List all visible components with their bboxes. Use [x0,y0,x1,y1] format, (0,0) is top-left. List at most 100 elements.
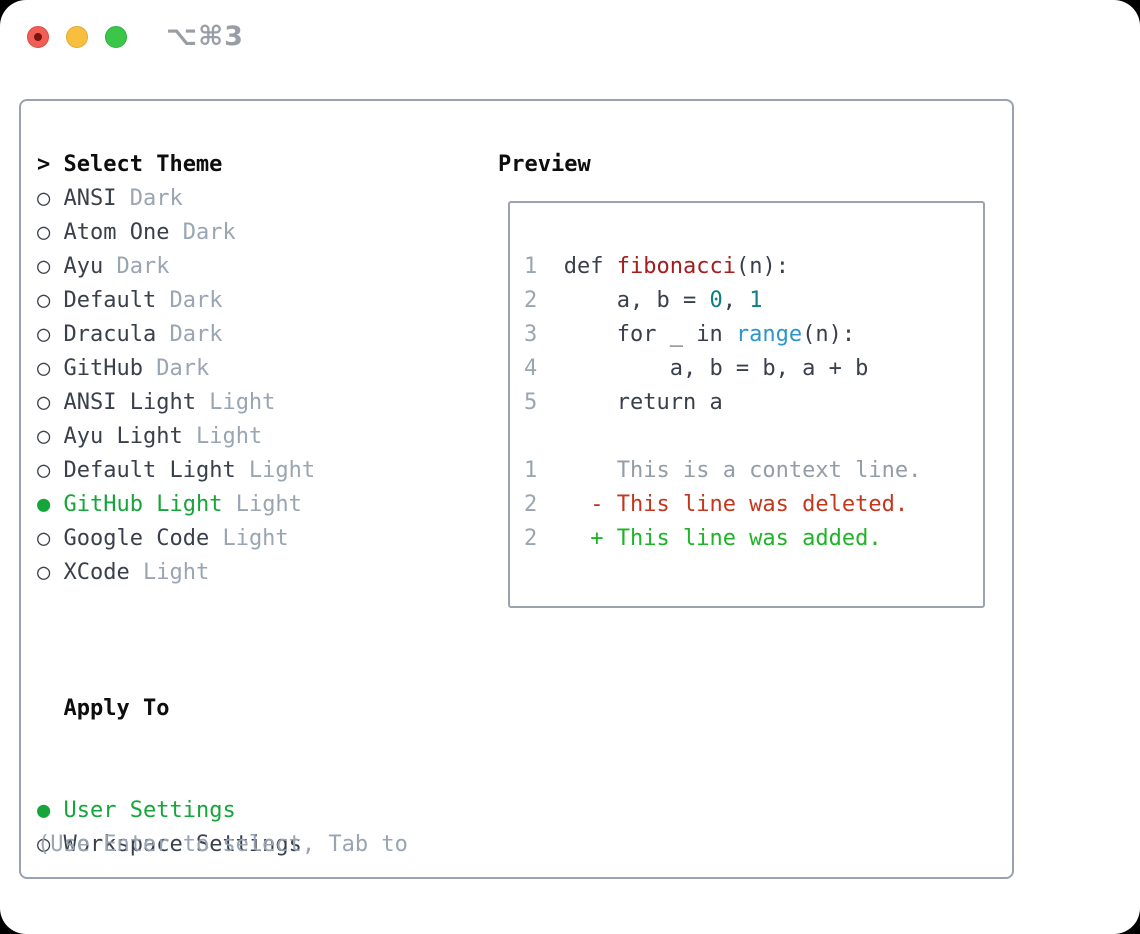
cursor-prefix-icon: > [37,152,51,177]
theme-option-github-light[interactable]: ● GitHub Light Light [37,488,315,522]
unsaved-dot-icon [34,33,42,41]
token-num: 2 [524,492,564,517]
diff-preview: 1 This is a context line.2 - This line w… [524,454,921,556]
variant-label: Light [222,492,302,517]
token-plain: a, b = b, a + b [563,356,869,381]
theme-option-google-code[interactable]: ○ Google Code Light [37,522,315,556]
code-line: 2 a, b = 0, 1 [524,284,868,318]
code-line: 5 return a [524,386,868,420]
option-label: ANSI Light [63,390,196,415]
variant-label: Dark [156,288,223,313]
token-num: 3 [524,322,564,347]
variant-label: Dark [116,186,183,211]
option-label: GitHub [63,356,143,381]
zoom-button[interactable] [105,26,127,48]
apply-to-section: Apply To ● User Settings○ Workspace Sett… [37,624,302,930]
select-theme-header: > Select Theme [37,148,222,182]
option-label: XCode [63,560,130,585]
apply-option-user-settings[interactable]: ● User Settings [37,794,302,828]
variant-label: Light [195,390,276,415]
code-line: 3 for _ in range(n): [524,318,868,352]
code-line: 4 a, b = b, a + b [524,352,868,386]
token-del: - This line was deleted. [563,492,909,517]
variant-label: Dark [142,356,210,381]
theme-option-default-light[interactable]: ○ Default Light Light [37,454,315,488]
theme-list: ○ ANSI Dark○ Atom One Dark○ Ayu Dark○ De… [37,182,315,590]
option-label: User Settings [63,798,236,823]
token-builtin: range [735,322,803,347]
option-label: Workspace Settings [63,832,302,857]
token-num: 4 [524,356,564,381]
theme-option-ansi[interactable]: ○ ANSI Dark [37,182,315,216]
token-plain: for _ in [563,322,736,347]
radio-off-icon: ○ [37,526,64,551]
apply-to-options: ● User Settings○ Workspace Settings [37,794,302,862]
theme-option-ayu[interactable]: ○ Ayu Dark [37,250,315,284]
minimize-button[interactable] [66,26,88,48]
radio-off-icon: ○ [37,322,64,347]
option-label: GitHub Light [63,492,223,517]
token-plain: a, b = [563,288,710,313]
apply-to-header: Apply To [63,696,170,721]
option-label: Dracula [63,322,157,347]
theme-option-xcode[interactable]: ○ XCode Light [37,556,315,590]
theme-option-default[interactable]: ○ Default Dark [37,284,315,318]
diff-line: 1 This is a context line. [524,454,921,488]
variant-label: Dark [169,220,236,245]
radio-off-icon: ○ [37,458,64,483]
hint-line: (Use Enter to select, Tab to [37,832,408,857]
radio-off-icon: ○ [37,390,64,415]
radio-off-icon: ○ [37,832,64,857]
radio-off-icon: ○ [37,288,64,313]
theme-option-ansi-light[interactable]: ○ ANSI Light Light [37,386,315,420]
radio-on-icon: ● [37,492,64,517]
variant-label: Light [182,424,263,449]
radio-off-icon: ○ [37,424,64,449]
radio-off-icon: ○ [37,220,64,245]
radio-off-icon: ○ [37,254,64,279]
window-title: ⌥⌘3 [166,21,244,52]
token-ctx: This is a context line. [563,458,922,483]
close-button[interactable] [27,26,49,48]
radio-off-icon: ○ [37,186,64,211]
radio-on-icon: ● [37,798,64,823]
token-num: 5 [524,390,564,415]
token-plain: (n): [735,254,789,279]
apply-option-workspace-settings[interactable]: ○ Workspace Settings [37,828,302,862]
option-label: ANSI [63,186,117,211]
option-label: Ayu [63,254,104,279]
token-plain: , [722,288,750,313]
token-func: fibonacci [616,254,736,279]
keyboard-hint: (Use Enter to select, Tab to change focu… [37,760,408,934]
theme-option-ayu-light[interactable]: ○ Ayu Light Light [37,420,315,454]
variant-label: Light [209,526,289,551]
diff-line: 2 + This line was added. [524,522,921,556]
token-number: 1 [749,288,763,313]
theme-option-github[interactable]: ○ GitHub Dark [37,352,315,386]
token-plain: (n): [802,322,856,347]
variant-label: Light [235,458,316,483]
token-num: 2 [524,288,564,313]
option-label: Atom One [63,220,170,245]
radio-off-icon: ○ [37,560,64,585]
token-num: 1 [524,458,564,483]
select-theme-label: Select Theme [63,152,223,177]
token-num: 2 [524,526,564,551]
option-label: Default [63,288,157,313]
theme-option-dracula[interactable]: ○ Dracula Dark [37,318,315,352]
preview-box [508,201,985,608]
token-num: 1 [524,254,564,279]
preview-header: Preview [498,152,591,177]
variant-label: Dark [156,322,223,347]
theme-option-atom-one[interactable]: ○ Atom One Dark [37,216,315,250]
hint-line: change focus) [37,930,408,934]
token-add: + This line was added. [563,526,882,551]
option-label: Default Light [63,458,236,483]
token-plain: return a [563,390,723,415]
code-line: 1 def fibonacci(n): [524,250,868,284]
token-number: 0 [709,288,723,313]
variant-label: Dark [103,254,170,279]
diff-line: 2 - This line was deleted. [524,488,921,522]
